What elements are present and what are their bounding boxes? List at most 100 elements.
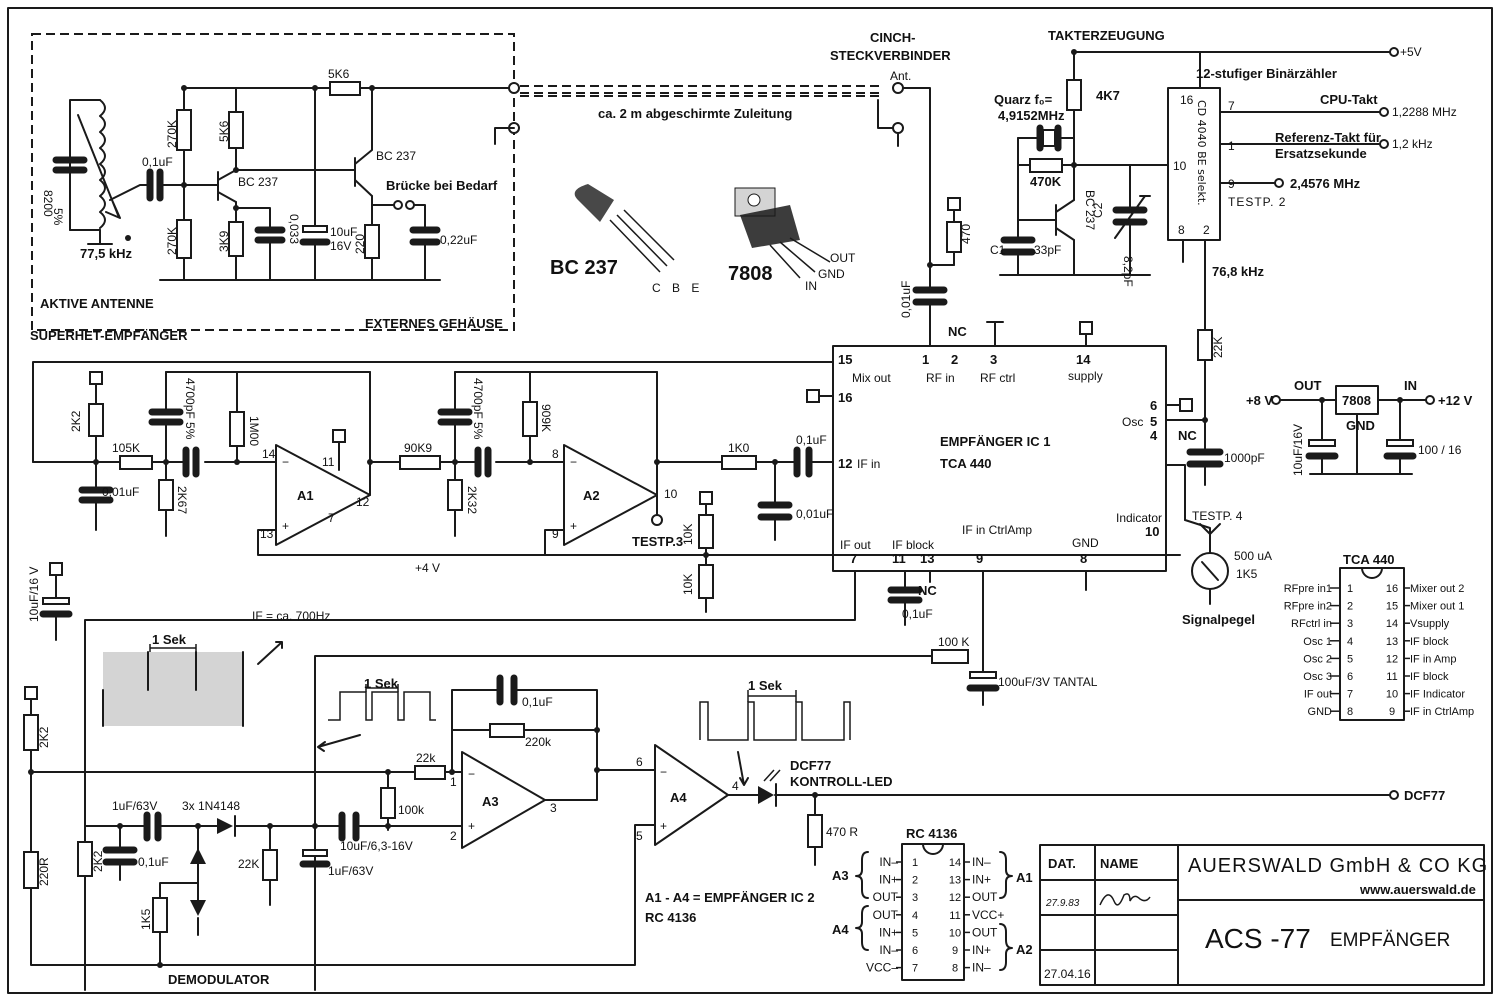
labels: AKTIVE ANTENNE SUPERHET-EMPFÄNGER EXTERN… <box>27 28 1487 987</box>
tca440-left-pin-num: 2 <box>1347 601 1353 613</box>
c-001-l <box>78 486 114 504</box>
pin-a2-8: 8 <box>552 447 559 461</box>
label-reg-in2: IN <box>1404 378 1417 393</box>
reg-hole <box>747 193 761 207</box>
cinch-gnd-in <box>892 122 904 134</box>
pin-a1-12: 12 <box>356 495 370 509</box>
tp-10k <box>699 491 713 505</box>
label-meter-1: 500 uA <box>1234 549 1272 563</box>
waveform-gaps <box>102 651 244 727</box>
rc-group-a2: A2 <box>1016 942 1033 957</box>
tb-col-date: DAT. <box>1048 856 1076 871</box>
diode-3 <box>190 900 206 916</box>
pin-a1-7: 7 <box>328 511 335 525</box>
external-housing-box <box>31 33 515 331</box>
r-2k32 <box>447 479 463 511</box>
label-f-cpu: 1,2288 MHz <box>1392 105 1457 119</box>
node <box>1202 417 1208 423</box>
diode-1 <box>217 818 233 834</box>
tp-supply <box>1079 321 1093 335</box>
label-testp3: TESTP.3 <box>632 534 683 549</box>
label-r909k: 909K <box>539 404 553 432</box>
ant-gnd <box>494 127 515 145</box>
c-100uf-plate <box>969 671 997 679</box>
label-cpu-clock: CPU-Takt <box>1320 92 1378 107</box>
label-signal-level: Signalpegel <box>1182 612 1255 627</box>
label-freq-768: 76,8 kHz <box>1212 264 1265 279</box>
node <box>1319 397 1325 403</box>
label-r220r: 220R <box>37 857 51 886</box>
rc4136-right-pin-num: 8 <box>952 963 958 975</box>
c2 <box>1112 206 1148 226</box>
fb-a2 <box>454 371 658 463</box>
dcf77-term <box>1389 790 1399 800</box>
tca-pin-9-label: IF in CtrlAmp <box>962 523 1032 537</box>
tca440-right-pin-num: 10 <box>1386 689 1398 701</box>
node <box>452 459 458 465</box>
r-5k6-h <box>329 81 361 96</box>
reg-legs <box>769 237 831 279</box>
label-ref-clock-1: Referenz-Takt für <box>1275 130 1381 145</box>
pin-a4-5: 5 <box>636 829 643 843</box>
label-reg-pkg: 7808 <box>728 263 773 285</box>
tca-pin-1-label: RF in <box>926 371 955 385</box>
label-reg-gnd2: GND <box>1346 418 1375 433</box>
r-22k-a3 <box>414 765 446 780</box>
tca440-right-pin-num: 14 <box>1386 618 1398 630</box>
antenna-coil <box>99 99 106 229</box>
label-plus12v: +12 V <box>1438 393 1473 408</box>
label-shielded-lead: ca. 2 m abgeschirmte Zuleitung <box>598 106 792 121</box>
label-c8200: 8200 <box>41 190 55 217</box>
label-testp2: TESTP. 2 <box>1228 195 1286 209</box>
c-10uf16v-b-p1 <box>1308 439 1336 447</box>
reg-body <box>740 205 800 248</box>
tca440-left-pin-num: 7 <box>1347 689 1353 701</box>
bridge-a <box>393 200 403 210</box>
tca-pin-6: 6 <box>1150 398 1157 413</box>
rc4136-title: RC 4136 <box>906 826 957 841</box>
dem-left <box>30 698 656 966</box>
pin-7: 7 <box>1228 99 1235 113</box>
ic1-box <box>832 345 1167 572</box>
plus12v-term <box>1425 395 1435 405</box>
q3-transistor <box>1017 164 1075 241</box>
rc4136-right-label: IN– <box>972 855 991 869</box>
quartz-wires <box>1017 137 1075 166</box>
bc237-legs <box>609 209 675 273</box>
brace-a2 <box>999 923 1013 971</box>
pin-a4-6: 6 <box>636 755 643 769</box>
label-cinch-2: STECKVERBINDER <box>830 48 951 63</box>
label-c10uf63: 10uF/6,3-16V <box>340 839 413 853</box>
a1-wiring <box>257 371 1181 556</box>
waveform-dcf <box>699 701 851 741</box>
rc4136-left-pin-num: 3 <box>912 892 918 904</box>
rc4136-right-label: OUT <box>972 890 998 904</box>
pin-10: 10 <box>1173 159 1187 173</box>
c-1uf-63 <box>143 811 162 842</box>
r-4k7 <box>1066 79 1082 111</box>
sign-a1-minus: − <box>282 455 289 469</box>
label-plus5v: +5V <box>1400 45 1422 59</box>
label-r2k32: 2K32 <box>465 486 479 514</box>
quartz-plates <box>1036 124 1062 152</box>
counter-outputs <box>1219 111 1381 184</box>
node <box>93 459 99 465</box>
rc4136-left-label: IN+ <box>879 925 898 939</box>
antenna-ground <box>87 229 113 245</box>
c10uf-p1 <box>42 597 70 605</box>
sek-marker-1 <box>149 644 197 652</box>
ref-term <box>1379 139 1389 149</box>
label-r220: 220 <box>353 234 367 254</box>
label-r2k67: 2K67 <box>175 486 189 514</box>
r-22k <box>1197 329 1213 361</box>
tca-pin-10: 10 <box>1145 524 1159 539</box>
label-a2: A2 <box>583 488 600 503</box>
ferrite-rod <box>77 114 121 219</box>
label-r2k2-dem2: 2K2 <box>91 850 105 872</box>
tca440-right-pin-num: 12 <box>1386 653 1398 665</box>
tb-product-main: ACS -77 <box>1205 923 1311 954</box>
cinch-ant-in <box>892 82 904 94</box>
pin-1: 1 <box>1228 139 1235 153</box>
node <box>163 459 169 465</box>
label-ic1-name-1: EMPFÄNGER IC 1 <box>940 434 1051 449</box>
